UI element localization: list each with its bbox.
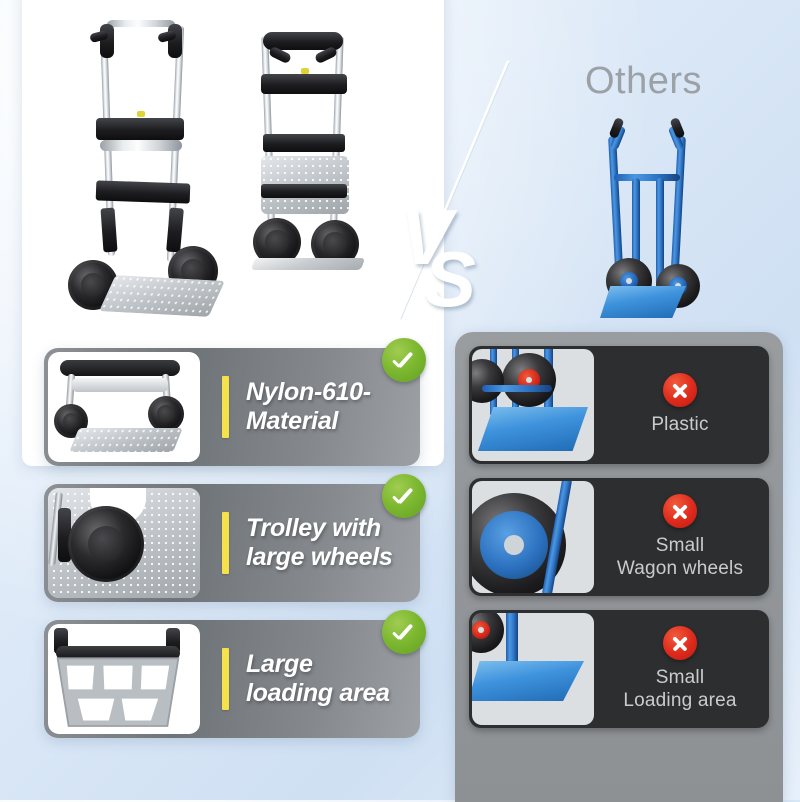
others-panel: Plastic Small Wagon wheels — [455, 332, 783, 802]
feature-thumbnail-large-wheels — [48, 488, 200, 598]
feature-label-large-loading-area: Large loading area — [246, 650, 390, 709]
vs-divider: V S — [392, 60, 522, 320]
accent-bar-icon — [222, 376, 229, 438]
feature-thumbnail-large-loading-area — [48, 624, 200, 734]
feature-label-line2: Material — [246, 407, 339, 435]
others-text-wrap: Small Wagon wheels — [599, 478, 761, 596]
feature-card-large-loading-area[interactable]: Large loading area — [44, 610, 426, 738]
others-card-small-wagon-wheels[interactable]: Small Wagon wheels — [469, 478, 769, 596]
vs-diagonal-line — [398, 60, 510, 320]
others-label-line1: Small — [655, 667, 705, 689]
feature-card-body: Nylon-610- Material — [44, 348, 420, 466]
loading-plate-icon — [56, 657, 180, 727]
product-hand-truck-folded — [235, 22, 395, 302]
feature-label-line2: large wheels — [246, 543, 393, 571]
x-circle-icon — [663, 494, 697, 529]
check-circle-icon — [382, 338, 426, 382]
feature-card-nylon-material[interactable]: Nylon-610- Material — [44, 338, 426, 466]
competitor-hand-truck — [588, 117, 718, 323]
feature-card-body: Large loading area — [44, 620, 420, 738]
x-circle-icon — [663, 626, 697, 661]
others-text-wrap: Small Loading area — [599, 610, 761, 728]
others-thumbnail-plastic — [472, 349, 594, 461]
others-card-plastic[interactable]: Plastic — [469, 346, 769, 464]
feature-text-wrap: Trolley with large wheels — [222, 484, 402, 602]
product-hand-truck-extended — [60, 10, 240, 320]
x-circle-icon — [663, 373, 697, 408]
feature-label-nylon-material: Nylon-610- Material — [246, 378, 371, 437]
others-title: Others — [585, 60, 703, 102]
feature-label-line1: Nylon-610- — [246, 377, 371, 406]
accent-bar-icon — [222, 512, 229, 574]
others-label-line2: Loading area — [623, 689, 737, 711]
others-card-small-loading-area[interactable]: Small Loading area — [469, 610, 769, 728]
feature-card-body: Trolley with large wheels — [44, 484, 420, 602]
others-thumbnail-small-wagon-wheels — [472, 481, 594, 593]
check-circle-icon — [382, 474, 426, 518]
others-label-line2: Wagon wheels — [616, 557, 744, 579]
check-circle-icon — [382, 610, 426, 654]
feature-label-line2: loading area — [246, 679, 390, 707]
others-label-small-wagon-wheels: Small Wagon wheels — [617, 535, 743, 579]
feature-label-line1: Trolley with — [246, 513, 381, 542]
others-label-plastic: Plastic — [651, 414, 708, 436]
others-text-wrap: Plastic — [599, 346, 761, 464]
accent-bar-icon — [222, 648, 229, 710]
feature-text-wrap: Nylon-610- Material — [222, 348, 402, 466]
feature-thumbnail-nylon-material — [48, 352, 200, 462]
others-thumbnail-small-loading-area — [472, 613, 594, 725]
others-label-small-loading-area: Small Loading area — [623, 667, 736, 711]
vs-letter-s: S — [424, 234, 476, 323]
feature-label-line1: Large — [246, 649, 313, 678]
feature-card-large-wheels[interactable]: Trolley with large wheels — [44, 474, 426, 602]
others-label-line1: Small — [655, 535, 705, 557]
vs-label: V S — [400, 198, 476, 323]
feature-text-wrap: Large loading area — [222, 620, 402, 738]
others-label-line1: Plastic — [651, 414, 709, 436]
feature-label-large-wheels: Trolley with large wheels — [246, 513, 393, 573]
vs-letter-v: V — [400, 193, 452, 281]
